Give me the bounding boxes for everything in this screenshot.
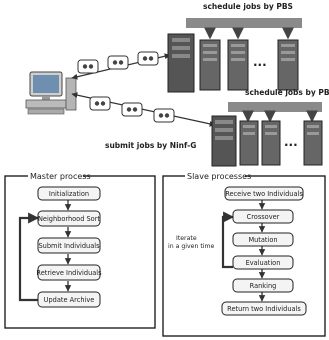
master-step-label-4: Retrieve Individuals	[36, 269, 102, 277]
master-step-label-2: Neighborhood Sort	[38, 215, 100, 223]
schedule-arrow-band-2	[228, 102, 322, 112]
slave-step-label-3: Mutation	[248, 236, 277, 244]
server-cluster-1	[167, 33, 299, 93]
job-tokens-upper-glyph	[82, 56, 154, 69]
slave-step-label-5: Ranking	[250, 282, 277, 290]
slave-step-evaluation	[232, 255, 294, 270]
slave-loop-arrow	[221, 211, 235, 269]
client-computer-icon	[25, 71, 77, 115]
slave-step-ranking	[232, 278, 294, 293]
schedule-label-1: schedule jobs by PBS	[203, 2, 293, 11]
slave-step-label-2: Crossover	[247, 213, 280, 221]
server-cluster-2	[211, 115, 323, 167]
master-step-label-1: Initialization	[49, 190, 89, 198]
slave-step-label-6: Return two Individuals	[227, 305, 301, 313]
slave-step-receive	[224, 186, 304, 201]
slave-step-label-1: Receive two Individuals	[225, 190, 303, 198]
slave-step-return	[221, 301, 307, 316]
master-loop-arrow	[18, 212, 40, 302]
schedule-label-2: schedule jobs by PBS	[245, 88, 329, 97]
iterate-label-line2: in a given time	[168, 243, 215, 250]
schedule-arrow-band-1	[186, 18, 302, 28]
slave-step-crossover	[232, 209, 294, 224]
job-tokens-lower-glyph	[94, 101, 170, 118]
submit-label: submit jobs by Ninf-G	[105, 141, 196, 150]
iterate-label-line1: Iterate	[176, 235, 197, 242]
master-process-title: Master process	[30, 172, 91, 181]
master-step-update-archive	[37, 291, 101, 308]
schedule-drop-arrows-2	[242, 110, 318, 123]
job-tokens-lower	[89, 96, 175, 123]
ellipsis-1: ...	[253, 55, 267, 69]
slave-step-mutation	[232, 232, 294, 247]
job-tokens-upper	[77, 51, 159, 74]
slave-step-label-4: Evaluation	[246, 259, 281, 267]
master-step-label-5: Update Archive	[44, 296, 95, 304]
master-step-retrieve-individuals	[37, 264, 101, 281]
master-step-initialization	[37, 186, 101, 201]
master-step-neighborhood-sort	[37, 210, 101, 227]
slave-step-boxes	[221, 186, 307, 316]
slave-processes-title: Slave processes	[187, 172, 251, 181]
master-step-boxes	[37, 186, 101, 308]
master-step-label-3: Submit Individuals	[38, 242, 100, 250]
master-step-submit-individuals	[37, 237, 101, 254]
ellipsis-2: ...	[284, 135, 298, 149]
schedule-drop-arrows-1	[204, 27, 294, 40]
